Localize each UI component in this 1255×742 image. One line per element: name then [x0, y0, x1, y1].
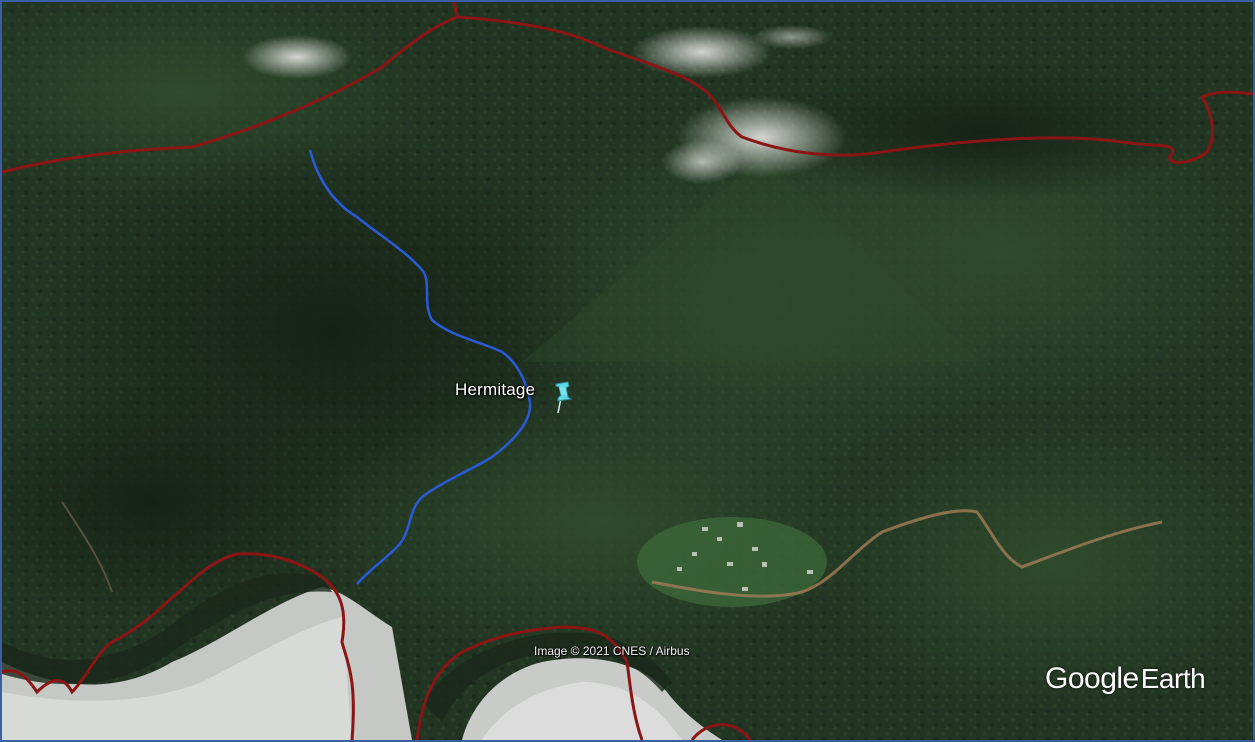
- river-line: [308, 149, 532, 585]
- pushpin-icon[interactable]: [549, 380, 577, 414]
- placemark-label[interactable]: Hermitage: [455, 380, 536, 399]
- brand-word-earth: Earth: [1140, 663, 1206, 694]
- brand-word-google: Google: [1045, 662, 1139, 695]
- google-earth-logo: GoogleEarth: [1045, 662, 1206, 696]
- imagery-credit: Image © 2021 CNES / Airbus: [534, 644, 690, 658]
